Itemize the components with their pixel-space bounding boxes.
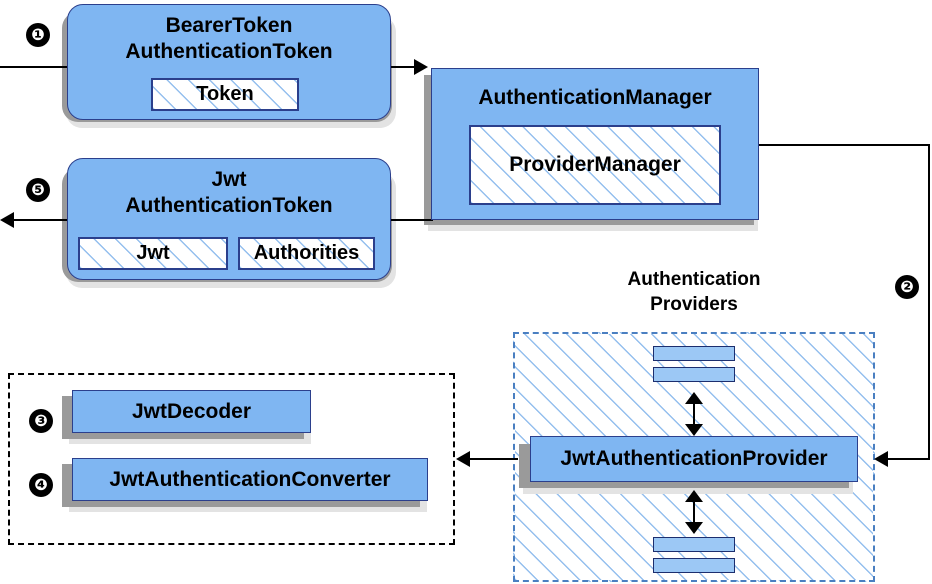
bearer-to-manager-line bbox=[391, 66, 421, 68]
provider-placeholder-bar-top-2 bbox=[653, 367, 735, 382]
provider-link-arrow-up-top bbox=[685, 392, 703, 404]
authentication-providers-label: Authentication Providers bbox=[513, 267, 875, 317]
token-field-label: Token bbox=[196, 83, 254, 105]
step-badge-4: ❹ bbox=[29, 473, 53, 497]
provider-placeholder-bar-bottom-2 bbox=[653, 558, 735, 573]
authorities-field-label: Authorities bbox=[253, 242, 360, 264]
jwt-field-label: Jwt bbox=[136, 242, 170, 264]
node-jwt-authentication-converter[interactable]: JwtAuthenticationConverter bbox=[72, 458, 428, 501]
manager-to-result-line bbox=[391, 219, 433, 221]
provider-placeholder-bar-top-1 bbox=[653, 346, 735, 361]
provider-link-arrow-down-bottom bbox=[685, 522, 703, 534]
providers-label-line1: Authentication bbox=[627, 269, 761, 290]
providers-label-line2: Providers bbox=[650, 294, 738, 315]
node-bearer-token-authentication-token[interactable]: BearerToken AuthenticationToken bbox=[67, 4, 391, 120]
manager-to-providers-line-vertical bbox=[928, 144, 930, 460]
manager-to-providers-line-bottom bbox=[888, 458, 930, 460]
outbound-response-arrowhead bbox=[0, 212, 14, 228]
node-jwt-decoder[interactable]: JwtDecoder bbox=[72, 390, 311, 433]
bearer-token-title-line2: AuthenticationToken bbox=[125, 40, 333, 63]
manager-to-providers-line-top bbox=[757, 144, 930, 146]
outbound-response-line bbox=[14, 219, 80, 221]
bearer-token-title-line1: BearerToken bbox=[165, 14, 293, 37]
bearer-to-manager-arrowhead bbox=[414, 59, 428, 75]
step-badge-2: ❷ bbox=[895, 275, 919, 299]
node-provider-manager[interactable]: ProviderManager bbox=[469, 125, 721, 205]
provider-manager-label: ProviderManager bbox=[509, 153, 681, 176]
jwt-authentication-converter-label: JwtAuthenticationConverter bbox=[109, 467, 391, 491]
jwt-decoder-label: JwtDecoder bbox=[131, 399, 252, 423]
step-badge-5: ❺ bbox=[26, 178, 50, 202]
jwt-token-title-line2: AuthenticationToken bbox=[125, 194, 333, 217]
jwt-authentication-provider-label: JwtAuthenticationProvider bbox=[560, 447, 828, 470]
step-badge-1: ❶ bbox=[26, 23, 50, 47]
provider-link-arrow-down-top bbox=[685, 424, 703, 436]
jwt-token-title-line1: Jwt bbox=[211, 168, 247, 191]
step-badge-3: ❸ bbox=[29, 409, 53, 433]
node-jwt-field[interactable]: Jwt bbox=[78, 237, 228, 270]
provider-to-support-line bbox=[470, 458, 518, 460]
authentication-manager-title: AuthenticationManager bbox=[478, 86, 712, 109]
inbound-request-line bbox=[0, 66, 80, 68]
provider-link-line-top bbox=[693, 396, 695, 432]
jwt-support-container bbox=[8, 373, 455, 545]
node-token-field[interactable]: Token bbox=[151, 78, 299, 111]
provider-placeholder-bar-bottom-1 bbox=[653, 537, 735, 552]
provider-link-arrow-up-bottom bbox=[685, 490, 703, 502]
manager-to-providers-arrowhead bbox=[874, 451, 888, 467]
provider-link-line-bottom bbox=[693, 494, 695, 530]
node-jwt-authentication-provider[interactable]: JwtAuthenticationProvider bbox=[530, 436, 858, 482]
node-authorities-field[interactable]: Authorities bbox=[238, 237, 375, 270]
provider-to-support-arrowhead bbox=[456, 451, 470, 467]
